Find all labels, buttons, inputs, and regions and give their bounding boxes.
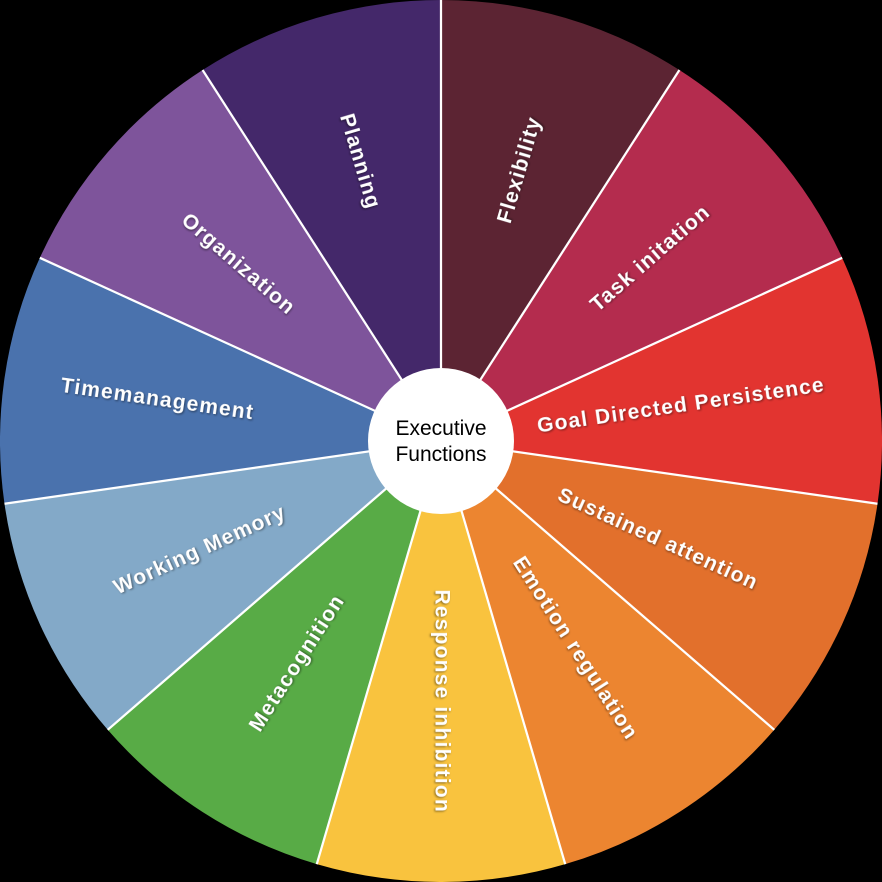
pie-slice-planning xyxy=(202,0,441,441)
pie-slice-sustained-attention xyxy=(441,441,878,730)
slice-separator xyxy=(439,440,567,865)
pie-slice-organization xyxy=(39,70,441,441)
slice-separator xyxy=(440,439,878,505)
slice-separator xyxy=(201,69,442,442)
pie-slice-metacognition xyxy=(107,441,442,865)
center-circle xyxy=(368,368,514,514)
slice-separator xyxy=(440,256,843,443)
center-title-line2: Functions xyxy=(395,443,486,466)
pie-slice-working-memory xyxy=(4,441,442,730)
slice-separator xyxy=(440,440,776,731)
slice-separator xyxy=(4,439,442,505)
slice-separator xyxy=(440,69,681,442)
slice-separator xyxy=(315,440,443,865)
pie-slice-response-inhibition xyxy=(316,441,566,882)
pie-slice-task-initation xyxy=(441,70,843,441)
slice-separators xyxy=(4,0,878,865)
pie-slice-timemanagement xyxy=(0,257,441,504)
slice-separator xyxy=(106,440,442,731)
center-title-line1: Executive xyxy=(395,417,486,440)
slice-separator xyxy=(39,256,442,443)
pie-slice-flexibility xyxy=(441,0,680,441)
slice-label-response-inhibition: Response inhibition xyxy=(430,589,453,812)
pie-slice-goal-directed-persistence xyxy=(441,257,882,504)
pie-slice-emotion-regulation xyxy=(441,441,775,865)
